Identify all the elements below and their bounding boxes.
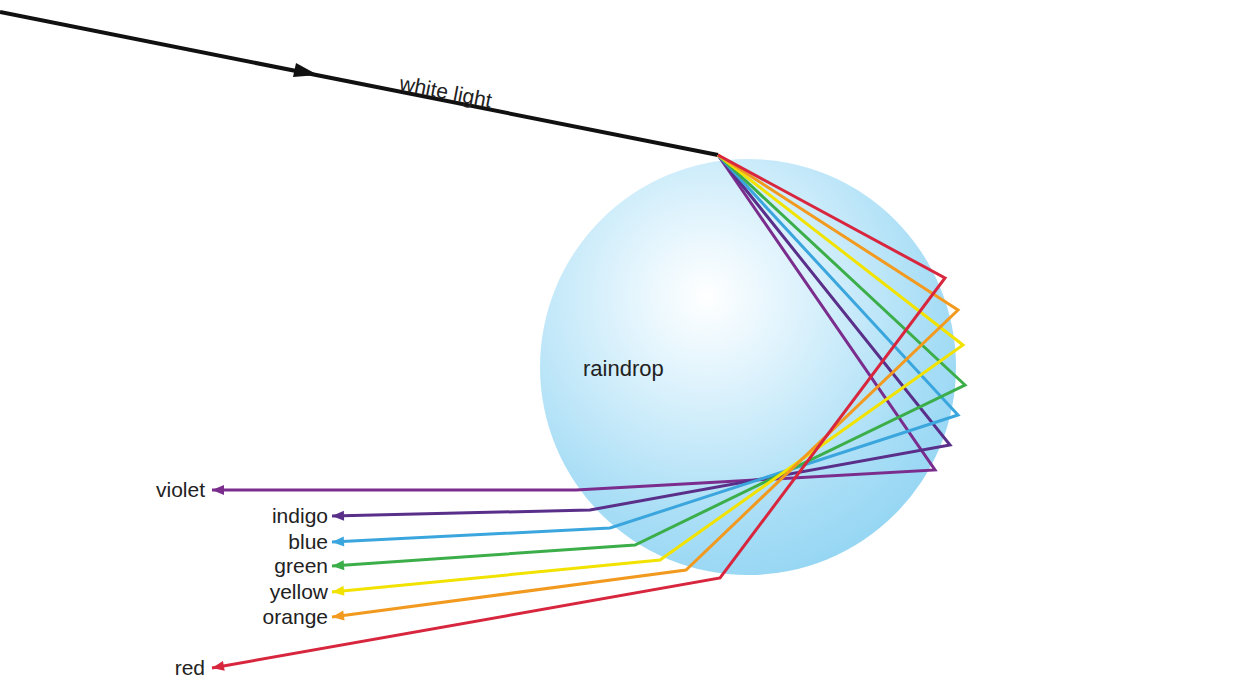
ray-arrowhead: [293, 63, 318, 77]
ray-label: white light: [398, 71, 494, 112]
ray-arrowhead: [332, 586, 344, 596]
color-label: red: [175, 656, 205, 680]
color-label: indigo: [272, 504, 328, 528]
ray-arrowhead: [212, 661, 225, 671]
color-label: yellow: [270, 580, 328, 604]
color-ray: [332, 155, 963, 592]
raindrop-label: raindrop: [583, 356, 664, 382]
ray-arrowhead: [332, 610, 345, 620]
ray-arrowhead: [332, 536, 344, 546]
color-ray: [332, 155, 958, 617]
color-label: blue: [288, 530, 328, 554]
color-label: orange: [263, 605, 328, 629]
ray-arrowhead: [332, 560, 344, 570]
ray-arrowhead: [332, 511, 344, 521]
color-label: violet: [156, 478, 205, 502]
ray-arrowhead: [212, 485, 224, 495]
color-label: green: [274, 554, 328, 578]
raindrop-circle: raindrop: [540, 159, 956, 575]
white-light-ray: [0, 12, 718, 155]
